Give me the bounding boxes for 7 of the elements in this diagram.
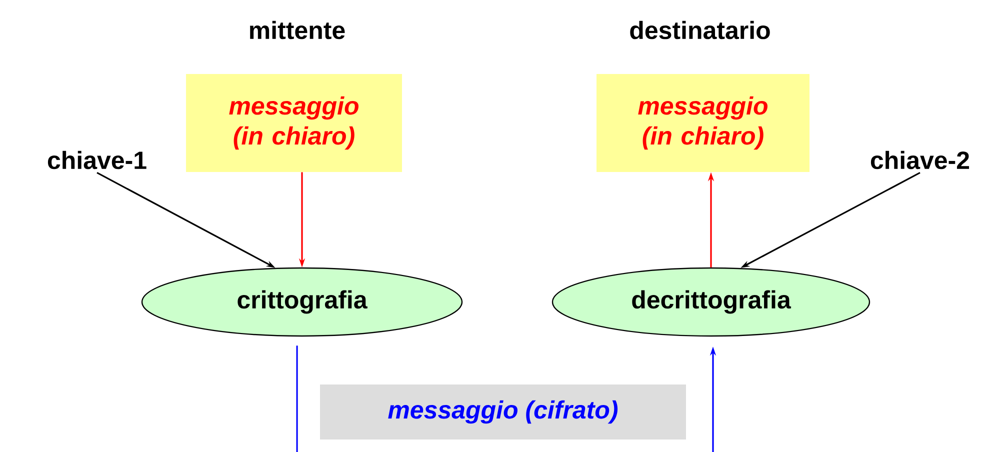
- column-heading: destinatario: [630, 20, 770, 40]
- message-box: messaggio (cifrato): [320, 384, 686, 440]
- column-heading: mittente: [250, 20, 345, 40]
- key-label: chiave-2: [870, 150, 970, 170]
- message-box: messaggio (in chiaro): [186, 74, 402, 172]
- key-label: chiave-1: [48, 150, 146, 170]
- message-box: messaggio (in chiaro): [596, 74, 810, 172]
